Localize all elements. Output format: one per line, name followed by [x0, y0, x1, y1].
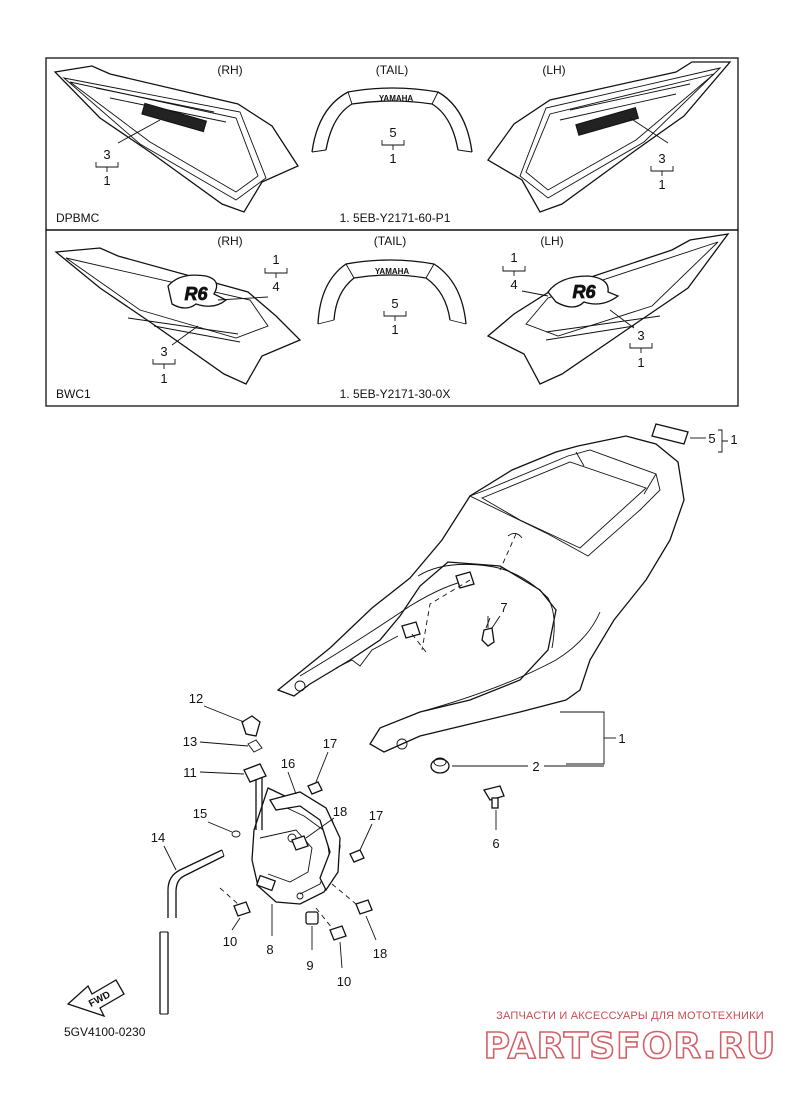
svg-text:R6: R6	[184, 284, 208, 304]
callout-11: 11	[183, 765, 197, 780]
plug-12	[241, 715, 261, 737]
panel2-tail-cowl: YAMAHA	[317, 259, 467, 325]
panel2-view-rh: (RH)	[217, 234, 242, 248]
nut-18a	[291, 835, 309, 851]
panel2-rh-ref-top-b: 4	[272, 279, 279, 294]
panel-bwc1: (RH) (TAIL) (LH) R6 1 4 3 1 YAMAHA	[45, 229, 739, 407]
panel1-view-lh: (LH)	[542, 63, 565, 77]
panel2-lh-ref-top-b: 4	[510, 277, 517, 292]
panel2-lh-side-cover: R6	[486, 233, 730, 385]
panel2-tail-ref-bottom: 1	[391, 322, 398, 337]
hose-14	[159, 849, 225, 1015]
panel2-rh-ref-bottom-b: 1	[160, 371, 167, 386]
panel1-rh-ref-bottom: 1	[103, 173, 110, 188]
screw-17a	[307, 781, 323, 795]
drawing-code: 5GV4100-0230	[64, 1025, 146, 1039]
callout-18a: 18	[333, 804, 347, 819]
collar-9	[305, 911, 319, 925]
panel2-view-lh: (LH)	[540, 234, 563, 248]
panel1-part-number: 1. 5EB-Y2171-60-P1	[340, 211, 451, 225]
callout-7: 7	[500, 600, 507, 615]
bolt-10a	[233, 901, 251, 917]
callout-16: 16	[281, 756, 295, 771]
bulb-socket-11	[243, 763, 267, 830]
callout-17b: 17	[369, 808, 383, 823]
callout-10b: 10	[337, 974, 351, 989]
watermark-brand: PARTSFOR.RU	[484, 1026, 777, 1067]
panel1-view-rh: (RH)	[217, 63, 242, 77]
panel1-rh-ref-top: 3	[103, 147, 110, 162]
callout-8: 8	[266, 942, 273, 957]
callout-1: 1	[618, 731, 625, 746]
callout-18b: 18	[373, 946, 387, 961]
bolt-10b	[329, 925, 347, 941]
panel1-tail-decal: YAMAHA	[379, 94, 414, 103]
svg-text:R6: R6	[572, 282, 596, 302]
panel1-tail-cowl: YAMAHA	[311, 87, 473, 153]
panel1-lh-side-cover	[487, 61, 732, 213]
panel1-tail-ref-top: 5	[389, 125, 396, 140]
callout-15: 15	[193, 806, 207, 821]
callout-9: 9	[306, 958, 313, 973]
panel2-tail-ref-top: 5	[391, 296, 398, 311]
callout-10a: 10	[223, 934, 237, 949]
callout-17a: 17	[323, 736, 337, 751]
callout-12: 12	[189, 691, 203, 706]
exploded-view: 5 1 7 1 2 6	[64, 423, 738, 1039]
panel1-lh-ref-top: 3	[658, 151, 665, 166]
callout-2: 2	[532, 759, 539, 774]
tail-emblem	[651, 423, 689, 445]
panel2-rh-side-cover: R6	[54, 247, 302, 385]
watermark-tagline: ЗАПЧАСТИ И АКСЕССУАРЫ ДЛЯ МОТОТЕХНИКИ	[496, 1010, 764, 1022]
lens-16	[268, 791, 341, 892]
watermark: ЗАПЧАСТИ И АКСЕССУАРЫ ДЛЯ МОТОТЕХНИКИ PA…	[483, 1010, 777, 1068]
panel-dpbmc: (RH) (TAIL) (LH) 3 1 YAMAHA 5 1	[45, 57, 739, 231]
panel2-variant-code: BWC1	[56, 387, 91, 401]
panel2-rh-ref-bottom-a: 3	[160, 344, 167, 359]
panel2-rh-ref-top-a: 1	[272, 252, 279, 267]
fwd-arrow-icon: FWD	[66, 979, 125, 1018]
callout-5-ref: 1	[730, 432, 737, 447]
panel2-tail-decal: YAMAHA	[375, 267, 410, 276]
panel1-lh-ref-bottom: 1	[658, 177, 665, 192]
screw-17b	[349, 849, 365, 863]
panel1-rh-side-cover	[53, 65, 299, 213]
panel1-view-tail: (TAIL)	[376, 63, 408, 77]
panel2-part-number: 1. 5EB-Y2171-30-0X	[340, 387, 451, 401]
callout-6: 6	[492, 836, 499, 851]
callout-13: 13	[183, 734, 197, 749]
panel-bwc1-frame	[45, 229, 739, 407]
panel2-lh-ref-top-a: 1	[510, 250, 517, 265]
panel1-tail-ref-bottom: 1	[389, 151, 396, 166]
clip-13	[247, 739, 263, 753]
nut-18b	[355, 899, 373, 915]
callout-5: 5	[708, 431, 715, 446]
grommet-2	[430, 757, 450, 774]
panel2-lh-ref-bottom-a: 3	[637, 328, 644, 343]
bolt-6	[482, 785, 505, 809]
callout-14: 14	[151, 830, 165, 845]
panel2-view-tail: (TAIL)	[374, 234, 406, 248]
screw-7	[481, 616, 495, 647]
panel1-variant-code: DPBMC	[56, 211, 100, 225]
tail-cowl-body	[276, 435, 685, 753]
washer-15	[231, 830, 241, 838]
panel2-lh-ref-bottom-b: 1	[637, 355, 644, 370]
